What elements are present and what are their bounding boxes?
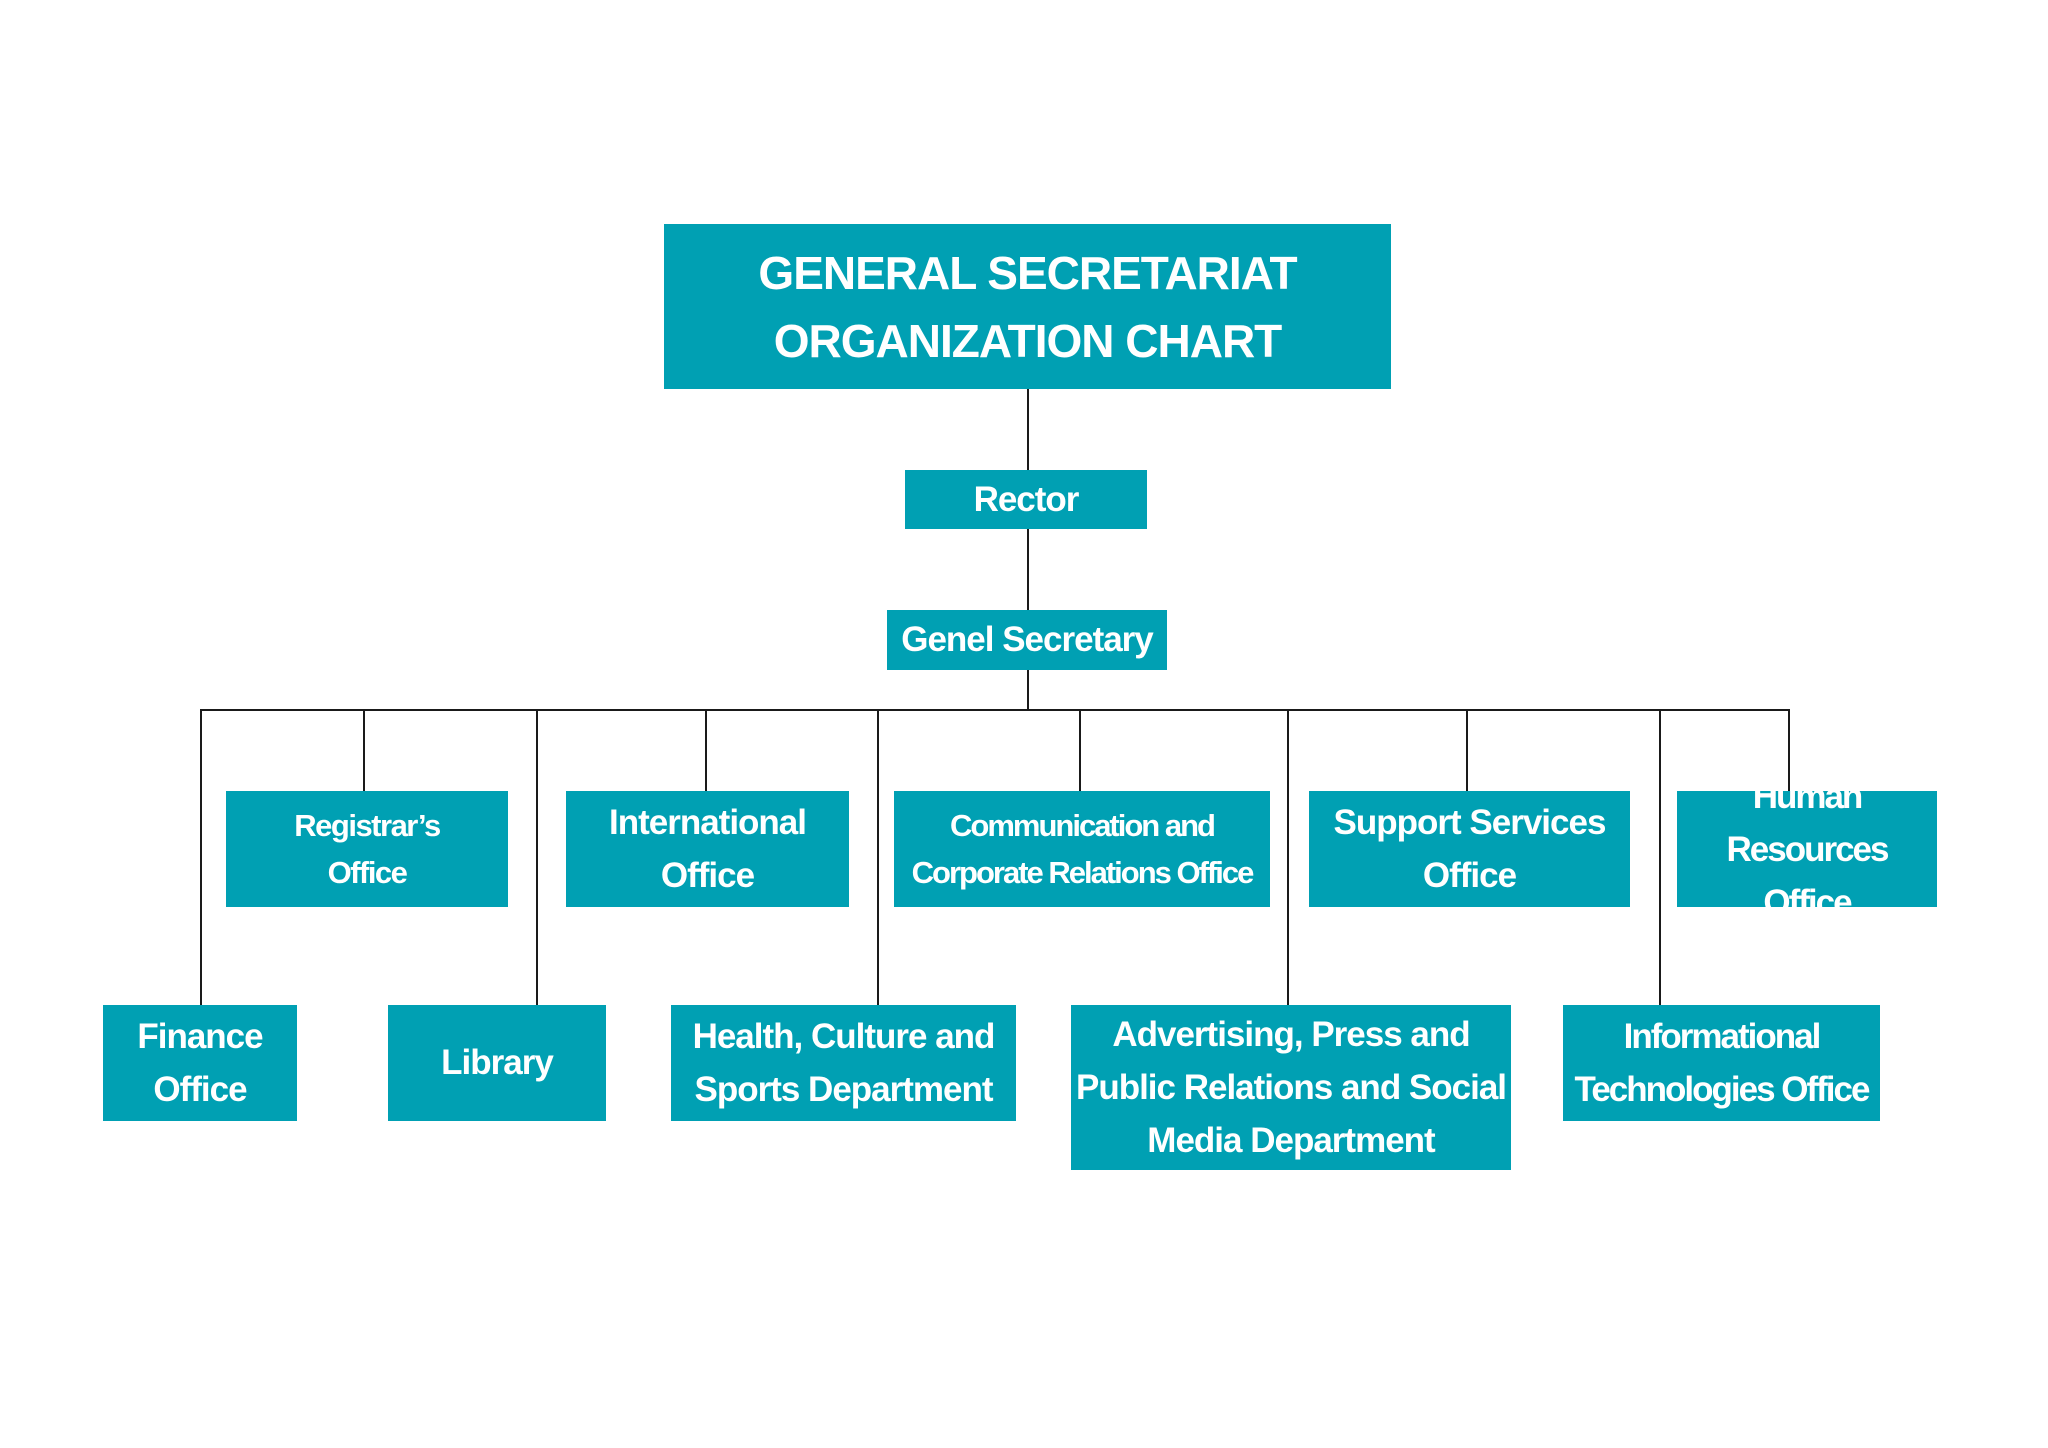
advertising-press-box: Advertising, Press and Public Relations … [1071, 1005, 1511, 1170]
connector-communication [1079, 709, 1081, 791]
human-resources-office-box: Human Resources Office [1677, 777, 1937, 922]
connector-health [877, 709, 879, 1006]
international-office-label: International Office [608, 803, 807, 895]
chart-title-box: GENERAL SECRETARIAT ORGANIZATION CHART [664, 224, 1391, 389]
human-resources-office-label: Human Resources Office [1726, 776, 1890, 922]
support-services-office-label: Support Services Office [1333, 803, 1607, 895]
chart-title: GENERAL SECRETARIAT ORGANIZATION CHART [758, 246, 1297, 367]
connector-human-resources [1788, 709, 1790, 791]
communication-office-box: Communication and Corporate Relations Of… [894, 791, 1270, 907]
general-secretary-box: Genel Secretary [887, 610, 1167, 670]
registrar-office-label: Registrar’s Office [294, 808, 441, 890]
advertising-press-label: Advertising, Press and Public Relations … [1075, 1015, 1507, 1160]
it-office-box: Informational Technologies Office [1563, 1005, 1880, 1121]
connector-support-services [1466, 709, 1468, 791]
library-box: Library [388, 1005, 606, 1121]
it-office-label: Informational Technologies Office [1574, 1017, 1871, 1109]
registrar-office-box: Registrar’s Office [226, 791, 508, 907]
finance-office-box: Finance Office [103, 1005, 297, 1121]
connector-advertising [1287, 709, 1289, 1006]
connector-library [536, 709, 538, 1006]
communication-office-label: Communication and Corporate Relations Of… [911, 808, 1255, 890]
connector-international [705, 709, 707, 791]
health-culture-sports-label: Health, Culture and Sports Department [692, 1017, 996, 1109]
library-label: Library [441, 1043, 554, 1082]
support-services-office-box: Support Services Office [1309, 791, 1630, 907]
health-culture-sports-box: Health, Culture and Sports Department [671, 1005, 1016, 1121]
connector-finance [200, 709, 202, 1006]
connector-secretary-bus [1027, 668, 1029, 711]
rector-box: Rector [905, 470, 1147, 529]
finance-office-label: Finance Office [137, 1017, 263, 1109]
rector-label: Rector [973, 479, 1080, 519]
connector-rector-secretary [1027, 528, 1029, 610]
connector-registrar [363, 709, 365, 791]
connector-horizontal-bus [200, 709, 1790, 711]
connector-title-rector [1027, 388, 1029, 470]
general-secretary-label: Genel Secretary [901, 620, 1154, 659]
connector-it-office [1659, 709, 1661, 1006]
international-office-box: International Office [566, 791, 849, 907]
